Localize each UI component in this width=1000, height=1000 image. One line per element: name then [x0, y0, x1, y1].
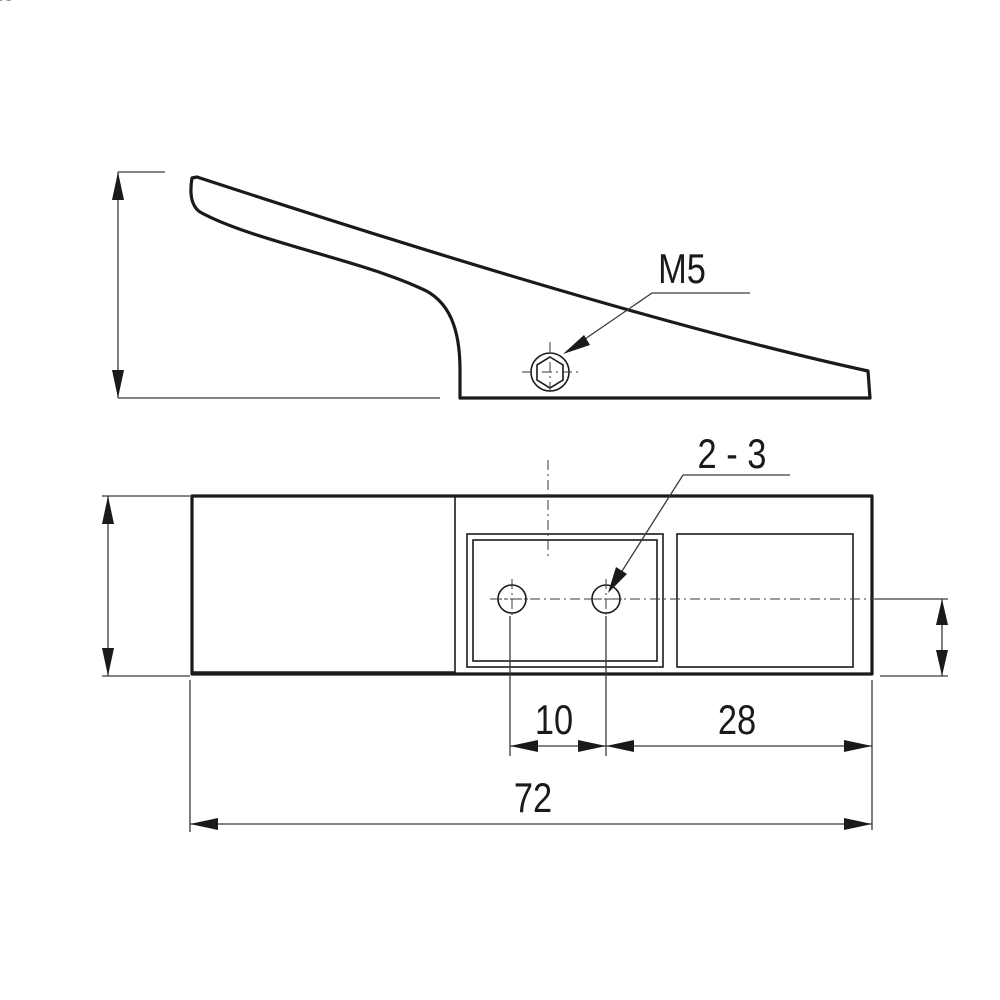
dimension-height-side: 24	[0, 0, 440, 399]
dimension-right-section: 28	[606, 680, 873, 830]
side-view-profile	[189, 175, 872, 400]
thread-label-m5: M5	[658, 246, 706, 293]
thread-callout: M5	[563, 246, 750, 354]
dimension-height-top: 19	[0, 0, 190, 677]
mounting-hole-2	[586, 579, 626, 619]
holes-callout: 2 - 3	[608, 431, 790, 593]
dimension-overall-length: 72	[189, 680, 872, 832]
dimension-label-28: 28	[718, 697, 756, 744]
holes-label: 2 - 3	[698, 431, 767, 478]
m5-thread-symbol	[522, 342, 580, 400]
mounting-pocket	[466, 533, 664, 668]
top-view-body	[190, 494, 874, 676]
top-view: 2 - 3 19 8 10	[0, 0, 948, 832]
dimension-label-8: 8	[0, 0, 10, 10]
dimension-label-24: 24	[0, 0, 19, 10]
dimension-label-19: 19	[0, 0, 19, 10]
dimension-label-10: 10	[535, 697, 573, 744]
mounting-hole-1	[492, 579, 532, 619]
side-view: 24 M5	[0, 0, 872, 400]
dimension-hole-spacing: 10	[509, 616, 607, 756]
right-pocket	[676, 533, 854, 668]
dimension-label-72: 72	[514, 775, 552, 822]
dimension-hole-offset: 8	[0, 0, 948, 677]
